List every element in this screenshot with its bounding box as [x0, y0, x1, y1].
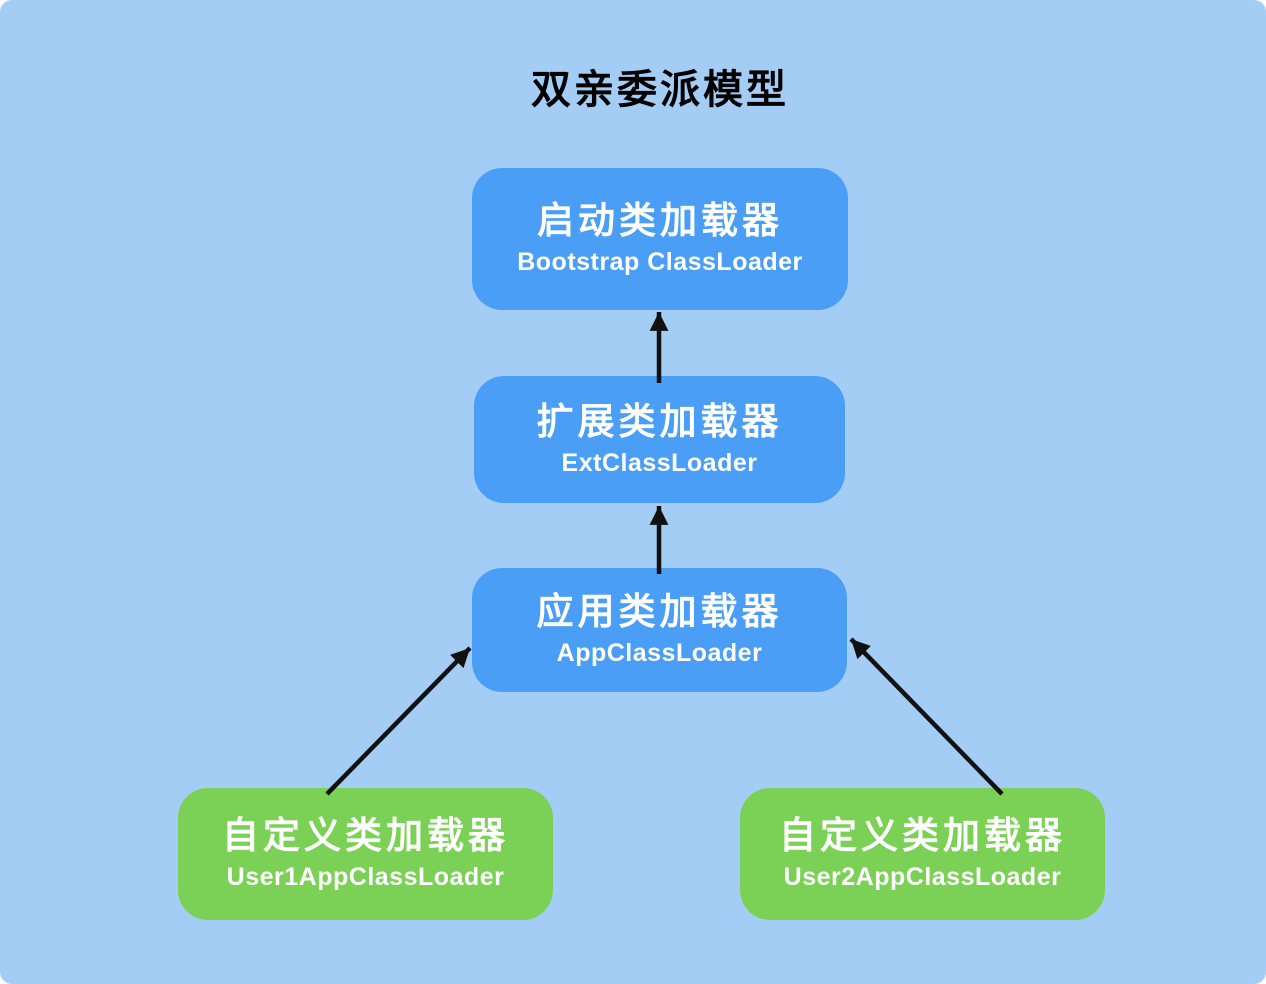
user1-label-en: User1AppClassLoader [226, 863, 505, 892]
arrow-user2-to-app [849, 637, 1004, 796]
bootstrap-label-zh: 启动类加载器 [537, 200, 783, 242]
user1-label-zh: 自定义类加载器 [222, 815, 509, 857]
arrow-user1-to-app [325, 646, 472, 796]
bootstrap-label-en: Bootstrap ClassLoader [517, 248, 803, 277]
node-user2-classloader: 自定义类加载器 User2AppClassLoader [740, 788, 1105, 920]
ext-label-en: ExtClassLoader [561, 448, 758, 477]
app-label-en: AppClassLoader [556, 639, 763, 668]
node-app-classloader: 应用类加载器 AppClassLoader [472, 568, 847, 692]
node-bootstrap-classloader: 启动类加载器 Bootstrap ClassLoader [472, 168, 848, 310]
node-user1-classloader: 自定义类加载器 User1AppClassLoader [178, 788, 553, 920]
app-label-zh: 应用类加载器 [536, 591, 783, 633]
node-ext-classloader: 扩展类加载器 ExtClassLoader [474, 376, 845, 503]
ext-label-zh: 扩展类加载器 [536, 400, 783, 442]
diagram-title: 双亲委派模型 [531, 68, 789, 112]
user2-label-en: User2AppClassLoader [783, 863, 1062, 892]
user2-label-zh: 自定义类加载器 [779, 815, 1066, 857]
